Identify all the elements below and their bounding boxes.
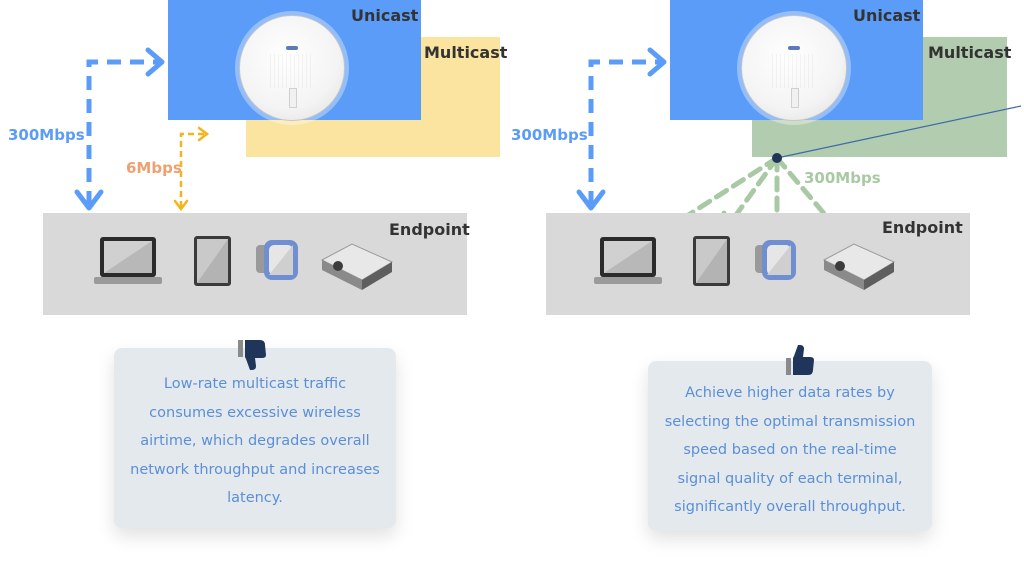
left-description-card: Low-rate multicast traffic consumes exce…: [114, 348, 396, 528]
projector-icon: [320, 243, 394, 290]
unicast-label: Unicast: [853, 6, 921, 25]
description-line: consumes excessive wireless: [149, 404, 361, 421]
description-line: Achieve higher data rates by: [685, 385, 895, 401]
endpoint-label: Endpoint: [882, 218, 963, 237]
multicast-label: Multicast: [928, 43, 1012, 62]
multicast-arrow: [173, 126, 210, 212]
multicast-source-dot: [772, 153, 782, 163]
unicast-label: Unicast: [351, 6, 419, 25]
description-line: speed based on the real-time: [683, 442, 897, 458]
access-point-icon: [239, 15, 345, 121]
smartwatch-icon: [755, 240, 796, 280]
description-line: signal quality of each terminal,: [677, 470, 903, 487]
unicast-rate: 300Mbps: [8, 126, 85, 144]
projector-icon: [822, 243, 896, 290]
description-line: Low-rate multicast traffic: [163, 376, 347, 392]
laptop-icon: [94, 237, 162, 284]
multicast-rate: 300Mbps: [804, 169, 881, 187]
unicast-arrow: [74, 47, 165, 211]
description-line: selecting the optimal transmission: [664, 413, 916, 430]
access-point-icon: [741, 15, 847, 121]
unicast-arrow: [576, 47, 667, 211]
smartwatch-icon: [256, 240, 298, 280]
description-line: network throughput and increases: [130, 461, 380, 478]
multicast-rate: 6Mbps: [126, 159, 182, 177]
right-description-card: Achieve higher data rates by selecting t…: [648, 361, 932, 531]
unicast-rate: 300Mbps: [511, 126, 588, 144]
signal-line: [776, 105, 1022, 159]
description-line: significantly overall throughput.: [674, 499, 906, 515]
endpoint-label: Endpoint: [389, 220, 470, 239]
laptop-icon: [594, 237, 662, 284]
description-line: latency.: [227, 490, 283, 506]
multicast-label: Multicast: [424, 43, 508, 62]
tablet-icon: [693, 236, 730, 286]
tablet-icon: [194, 236, 231, 286]
description-line: airtime, which degrades overall: [140, 433, 370, 449]
thumbs-up-icon: [786, 345, 814, 375]
thumbs-down-icon: [238, 340, 266, 370]
